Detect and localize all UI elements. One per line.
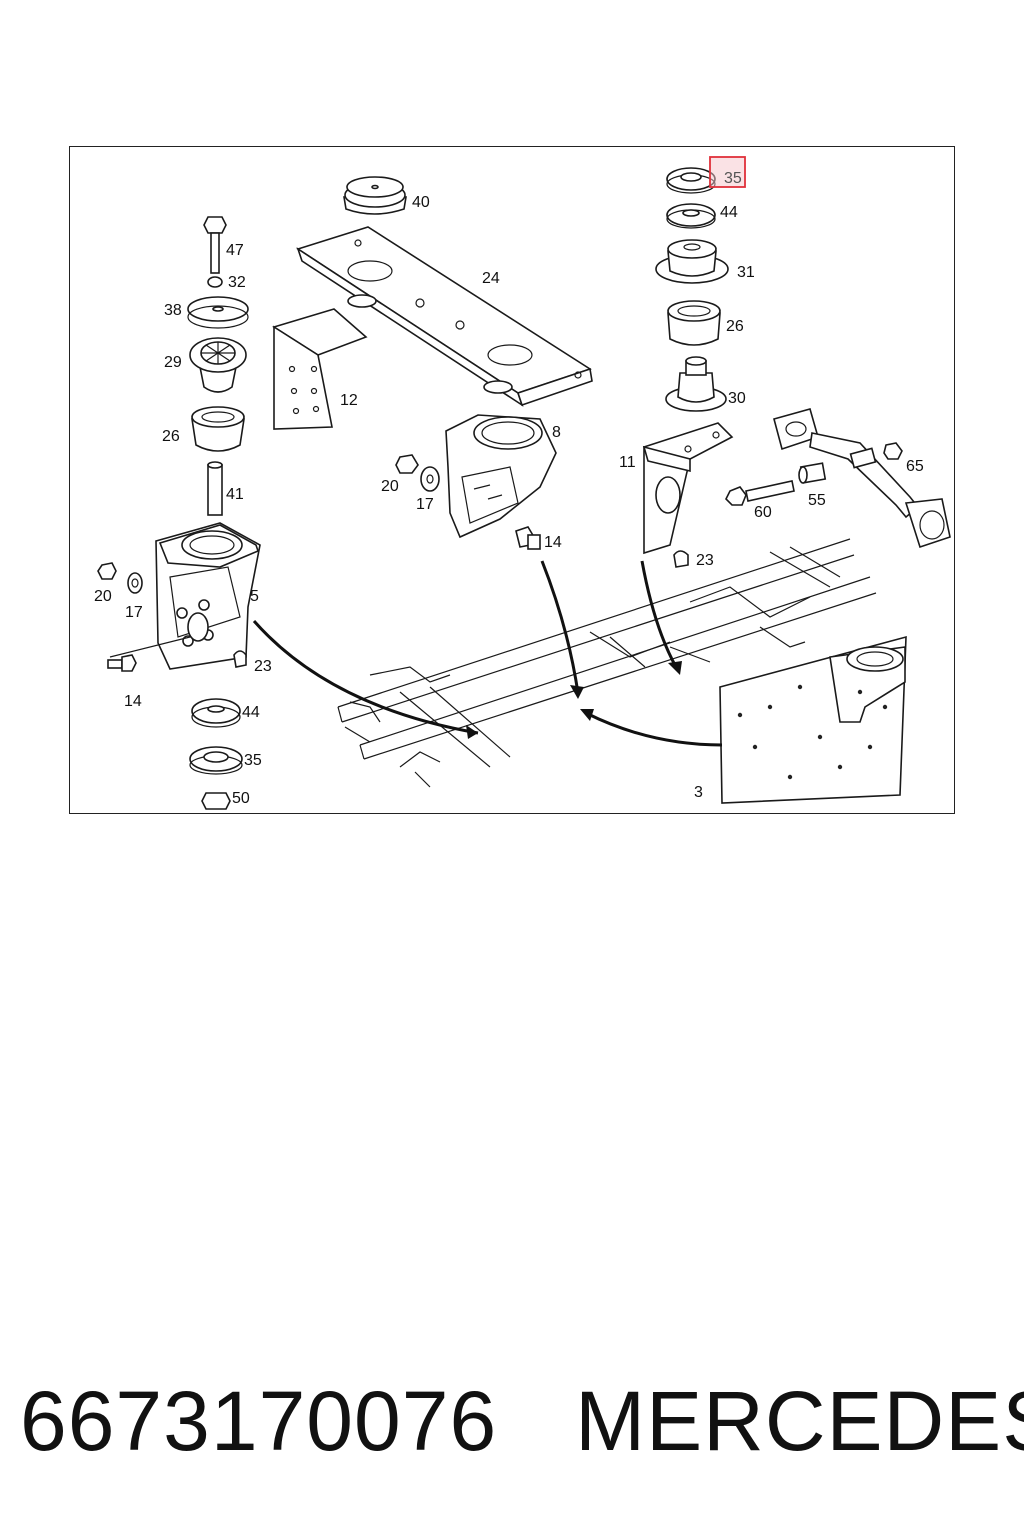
label-29: 29 <box>164 354 182 371</box>
label-44-bottom: 44 <box>242 704 260 721</box>
brand-name: MERCEDES <box>575 1373 1024 1468</box>
label-20-left: 20 <box>94 588 112 605</box>
label-17-mid: 17 <box>416 496 434 513</box>
label-38: 38 <box>164 302 182 319</box>
bolt-14-mid <box>515 526 541 550</box>
rubber-mount-26-right <box>667 300 721 346</box>
rubber-mount-29 <box>189 337 247 393</box>
plug-23-left <box>233 650 247 668</box>
bracket-5 <box>155 522 261 670</box>
nut-50 <box>201 792 231 810</box>
nut-20-mid <box>395 454 419 474</box>
label-23-right: 23 <box>696 552 714 569</box>
part-labels: 35 44 31 26 30 40 24 12 8 20 17 14 11 23… <box>94 170 924 807</box>
label-35-top: 35 <box>724 170 742 187</box>
highlight-box <box>709 156 746 188</box>
label-26-left: 26 <box>162 428 180 445</box>
spacer-sleeve-41 <box>207 461 223 516</box>
label-60: 60 <box>754 504 772 521</box>
bolt-14-left <box>107 636 191 672</box>
label-50: 50 <box>232 790 250 807</box>
label-5: 5 <box>250 588 259 605</box>
label-40: 40 <box>412 194 430 211</box>
bolt-47 <box>203 216 227 274</box>
bracket-11 <box>642 422 734 555</box>
product-caption: 6673170076 MERCEDES <box>20 1366 1024 1476</box>
rubber-pad-40 <box>343 176 407 215</box>
label-35-bottom: 35 <box>244 752 262 769</box>
chassis-frame <box>337 538 877 788</box>
bracket-8 <box>445 414 557 539</box>
label-24: 24 <box>482 270 500 287</box>
mounting-plate-3 <box>719 635 907 804</box>
plug-23-right <box>673 550 689 568</box>
label-23-left: 23 <box>254 658 272 675</box>
label-31: 31 <box>737 264 755 281</box>
label-32: 32 <box>228 274 246 291</box>
label-30: 30 <box>728 390 746 407</box>
nut-20-left <box>97 562 117 580</box>
washer-32 <box>207 276 223 288</box>
rubber-mount-31 <box>655 239 729 284</box>
nut-65 <box>883 442 903 460</box>
bracket-12 <box>272 308 368 430</box>
washer-17-mid <box>420 466 440 492</box>
label-12: 12 <box>340 392 358 409</box>
washer-38 <box>187 296 249 329</box>
washer-17-left <box>127 572 143 594</box>
washer-35-bottom <box>189 746 243 775</box>
label-14-mid: 14 <box>544 534 562 551</box>
label-65: 65 <box>906 458 924 475</box>
sleeve-55 <box>798 462 827 484</box>
label-55: 55 <box>808 492 826 509</box>
washer-35-top <box>666 167 716 194</box>
exhaust-pipe-bracket <box>773 408 951 549</box>
rubber-mount-26-left <box>191 406 245 452</box>
washer-44-top <box>666 203 716 229</box>
label-20-mid: 20 <box>381 478 399 495</box>
washer-44-bottom <box>191 698 241 728</box>
stud-mount-30 <box>665 356 727 412</box>
assembly-arrows <box>252 560 723 747</box>
label-44-top: 44 <box>720 204 738 221</box>
label-8: 8 <box>552 424 561 441</box>
label-14-left: 14 <box>124 693 142 710</box>
label-41: 41 <box>226 486 244 503</box>
label-3: 3 <box>694 784 703 801</box>
parts-diagram-frame: 35 44 31 26 30 40 24 12 8 20 17 14 11 23… <box>69 146 955 814</box>
exploded-parts-diagram: 35 44 31 26 30 40 24 12 8 20 17 14 11 23… <box>94 156 951 810</box>
label-47: 47 <box>226 242 244 259</box>
part-number: 6673170076 <box>20 1373 498 1468</box>
label-26-right: 26 <box>726 318 744 335</box>
bolt-60 <box>725 480 795 506</box>
crossmember-24 <box>296 226 593 407</box>
label-17-left: 17 <box>125 604 143 621</box>
label-11: 11 <box>619 454 636 471</box>
